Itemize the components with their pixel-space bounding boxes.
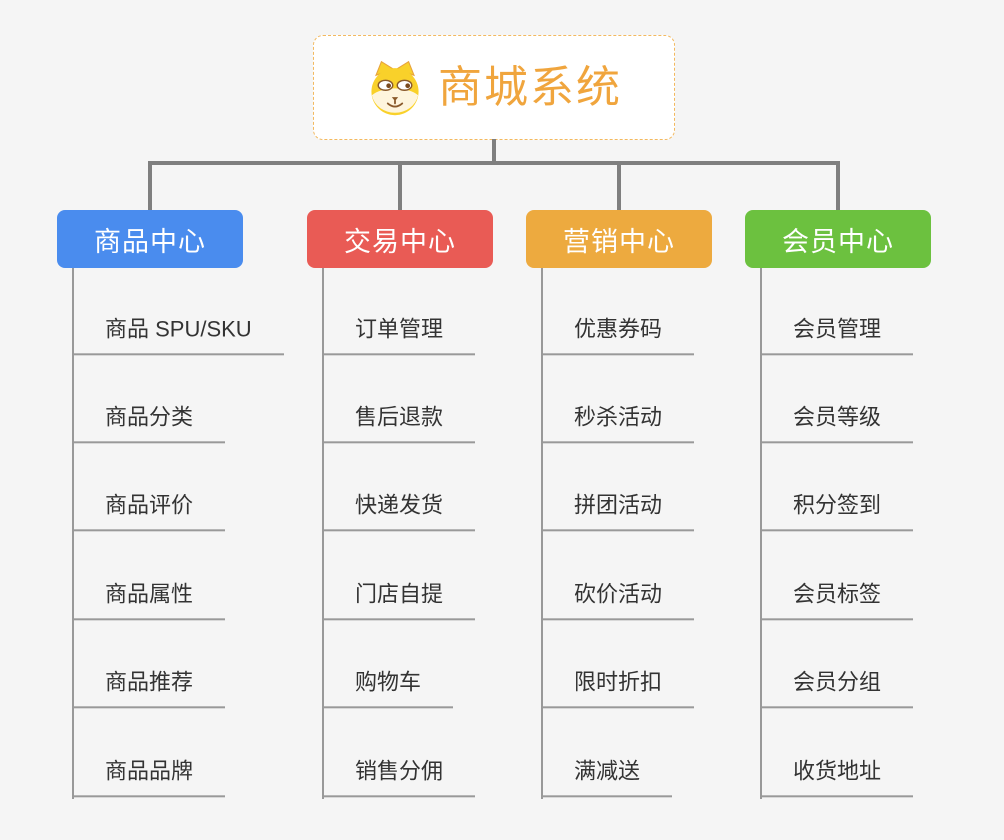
connector-branch-drop xyxy=(836,161,840,211)
connector-column-line xyxy=(541,268,543,799)
connector-column-line xyxy=(322,268,324,799)
child-topic[interactable]: 会员标签 xyxy=(761,579,914,620)
child-topic[interactable]: 收货地址 xyxy=(761,756,914,797)
child-topic[interactable]: 满减送 xyxy=(542,756,673,797)
branch-header-2[interactable]: 交易中心 xyxy=(307,210,493,268)
connector-branch-drop xyxy=(617,161,621,211)
connector-branch-drop xyxy=(398,161,402,211)
branch-header-3[interactable]: 营销中心 xyxy=(526,210,712,268)
child-topic[interactable]: 商品属性 xyxy=(73,579,226,620)
child-topic[interactable]: 积分签到 xyxy=(761,490,914,531)
branch-column-2: 订单管理售后退款快递发货门店自提购物车销售分佣 xyxy=(323,268,573,799)
child-topic[interactable]: 商品 SPU/SKU xyxy=(73,314,284,355)
root-title: 商城系统 xyxy=(438,62,622,112)
child-topic[interactable]: 商品品牌 xyxy=(73,756,226,797)
child-topic[interactable]: 秒杀活动 xyxy=(542,402,695,443)
child-topic[interactable]: 商品分类 xyxy=(73,402,226,443)
branch-header-1[interactable]: 商品中心 xyxy=(57,210,243,268)
connector-branch-drop xyxy=(148,161,152,211)
connector-column-line xyxy=(760,268,762,799)
branch-column-4: 会员管理会员等级积分签到会员标签会员分组收货地址 xyxy=(761,268,1004,799)
child-topic[interactable]: 销售分佣 xyxy=(323,756,476,797)
branch-column-1: 商品 SPU/SKU 商品分类商品评价商品属性商品推荐商品品牌 xyxy=(73,268,323,799)
child-topic[interactable]: 购物车 xyxy=(323,667,454,708)
child-topic[interactable]: 拼团活动 xyxy=(542,490,695,531)
child-topic[interactable]: 商品评价 xyxy=(73,490,226,531)
child-topic[interactable]: 快递发货 xyxy=(323,490,476,531)
connector-root-stem xyxy=(492,139,496,164)
child-topic[interactable]: 售后退款 xyxy=(323,402,476,443)
child-topic[interactable]: 订单管理 xyxy=(323,314,476,355)
root-node[interactable]: 商城系统 xyxy=(313,35,675,140)
child-topic[interactable]: 门店自提 xyxy=(323,579,476,620)
child-topic[interactable]: 会员等级 xyxy=(761,402,914,443)
branch-header-4[interactable]: 会员中心 xyxy=(745,210,931,268)
child-topic[interactable]: 会员分组 xyxy=(761,667,914,708)
connector-column-line xyxy=(72,268,74,799)
child-topic[interactable]: 限时折扣 xyxy=(542,667,695,708)
child-topic[interactable]: 会员管理 xyxy=(761,314,914,355)
branch-column-3: 优惠券码秒杀活动拼团活动砍价活动限时折扣满减送 xyxy=(542,268,792,799)
child-topic[interactable]: 商品推荐 xyxy=(73,667,226,708)
connector-horizontal xyxy=(148,161,840,165)
child-topic[interactable]: 优惠券码 xyxy=(542,314,695,355)
child-topic[interactable]: 砍价活动 xyxy=(542,579,695,620)
dog-face-icon xyxy=(366,59,424,117)
